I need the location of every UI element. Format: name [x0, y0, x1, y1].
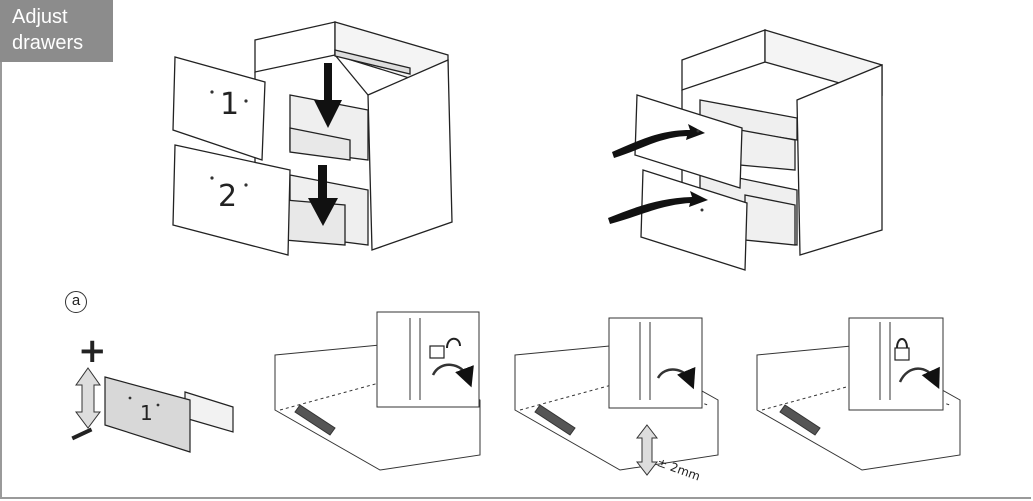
plus-sign: + [78, 331, 107, 371]
cabinet-remove-drawers [172, 21, 453, 256]
cabinet-insert-drawers [634, 29, 883, 271]
unlock-icon [429, 337, 474, 388]
lock-icon [894, 338, 940, 390]
front-dots [210, 90, 248, 187]
drawer-number-1: 1 [220, 87, 239, 122]
title-line-2: drawers [12, 32, 84, 54]
down-arrow-icon-2 [308, 165, 338, 226]
detail-front-dots [128, 396, 160, 407]
insert-arrow-icon [608, 124, 708, 224]
drawer-detail [104, 376, 234, 453]
drawer-detail-number: 1 [140, 401, 153, 425]
drawer-number-2: 2 [218, 179, 237, 214]
down-arrow-icon [314, 63, 342, 128]
insert-front-dots [696, 129, 704, 212]
height-adjust-arrow-icon [75, 367, 101, 429]
adjust-diagram-3 [756, 317, 961, 471]
section-title: Adjust drawers [0, 0, 113, 62]
vertical-adjust-arrow-icon [635, 424, 659, 476]
title-line-1: Adjust [12, 6, 68, 28]
step-marker-a: a [65, 291, 87, 313]
adjust-diagram-2 [514, 317, 719, 471]
adjust-diagram-1 [274, 311, 481, 471]
